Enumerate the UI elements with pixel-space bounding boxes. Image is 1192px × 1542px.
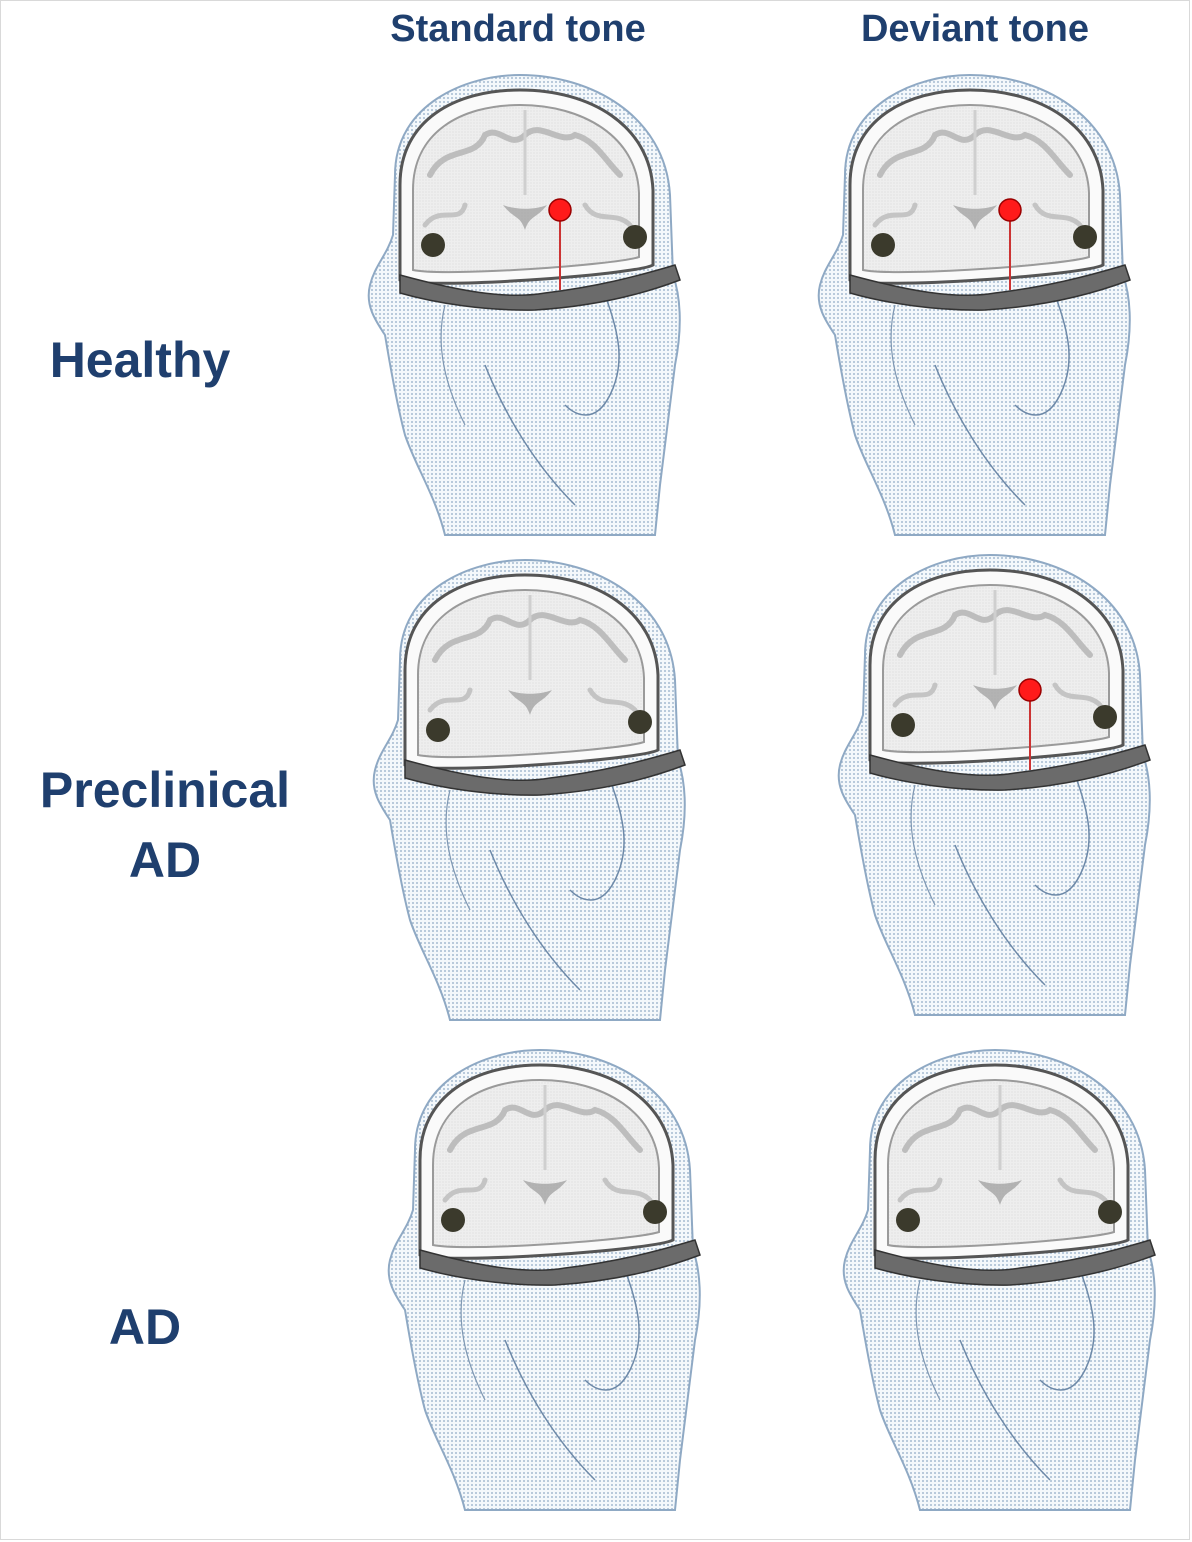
electrode-right xyxy=(1093,705,1117,729)
column-header-deviant-tone: Deviant tone xyxy=(795,8,1155,51)
head-illustration xyxy=(340,550,700,1030)
electrode-right xyxy=(1098,1200,1122,1224)
head-illustration xyxy=(785,65,1145,545)
row-label-preclinical-ad-line-1: Preclinical xyxy=(20,755,310,825)
head-panel-ad-standard xyxy=(355,1040,715,1520)
electrode-left xyxy=(421,233,445,257)
head-panel-healthy-deviant xyxy=(785,65,1145,545)
electrode-right xyxy=(623,225,647,249)
electrode-right xyxy=(1073,225,1097,249)
head-panel-healthy-standard xyxy=(335,65,695,545)
row-label-preclinical-ad: Preclinical AD xyxy=(20,755,310,895)
electrode-left xyxy=(871,233,895,257)
electrode-left xyxy=(441,1208,465,1232)
head-panel-preclinical-deviant xyxy=(805,545,1165,1025)
row-label-healthy: Healthy xyxy=(20,325,260,395)
head-illustration xyxy=(805,545,1165,1025)
head-illustration xyxy=(355,1040,715,1520)
source-dipole xyxy=(549,199,571,221)
row-label-preclinical-ad-line-2: AD xyxy=(20,825,310,895)
row-label-healthy-line-1: Healthy xyxy=(20,325,260,395)
head-illustration xyxy=(810,1040,1170,1520)
electrode-left xyxy=(426,718,450,742)
column-header-standard-tone: Standard tone xyxy=(338,8,698,51)
row-label-ad: AD xyxy=(30,1292,260,1362)
head-panel-ad-deviant xyxy=(810,1040,1170,1520)
electrode-left xyxy=(891,713,915,737)
electrode-right xyxy=(643,1200,667,1224)
head-illustration xyxy=(335,65,695,545)
electrode-left xyxy=(896,1208,920,1232)
source-dipole xyxy=(1019,679,1041,701)
row-label-ad-line-1: AD xyxy=(30,1292,260,1362)
head-panel-preclinical-standard xyxy=(340,550,700,1030)
source-dipole xyxy=(999,199,1021,221)
electrode-right xyxy=(628,710,652,734)
